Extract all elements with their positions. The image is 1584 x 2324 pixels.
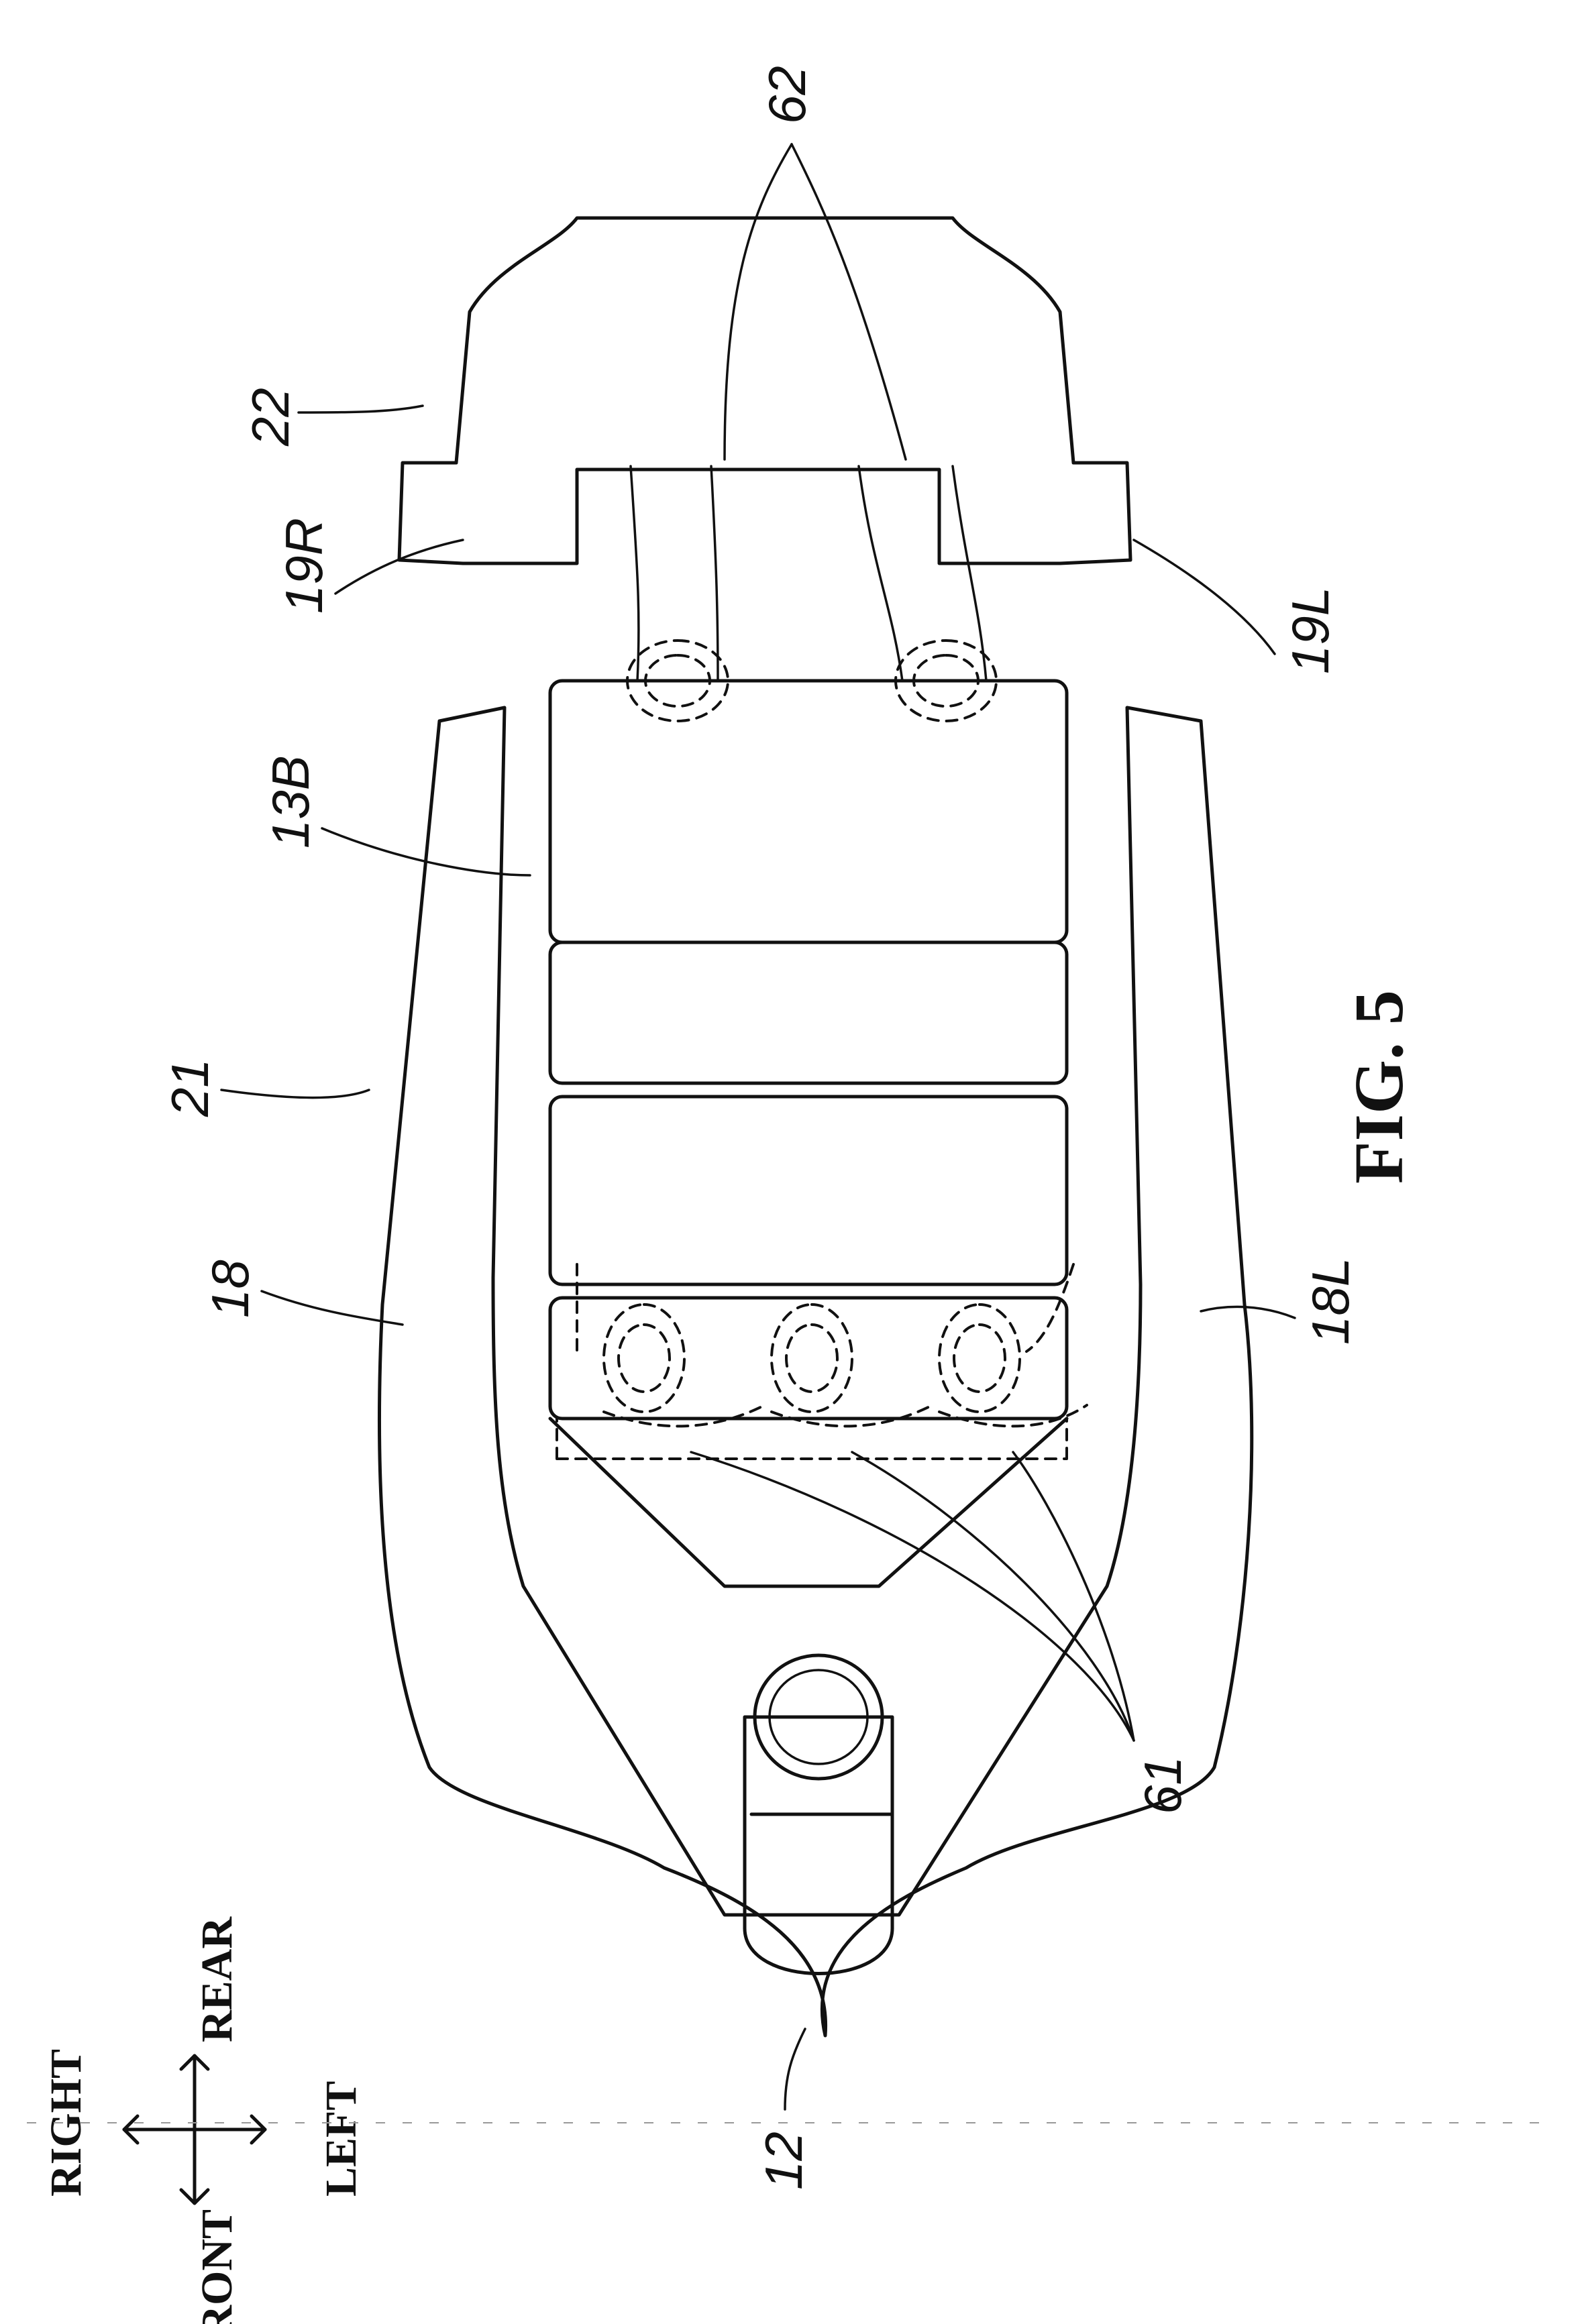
label-18: 18 xyxy=(201,1260,260,1318)
intake-runner-d xyxy=(951,465,988,682)
direction-left: LEFT xyxy=(317,2081,366,2197)
label-61: 61 xyxy=(1133,1756,1192,1814)
engine-13b xyxy=(548,679,1069,1588)
exhaust-ports-61 xyxy=(576,1263,1088,1428)
intake-runner-b xyxy=(710,465,719,682)
leader-19r xyxy=(334,539,464,595)
head-pipe-12 xyxy=(743,1653,894,1975)
leader-21 xyxy=(220,1089,370,1099)
leader-61c xyxy=(1012,1451,1135,1742)
leader-62b xyxy=(790,143,907,461)
intake-runner-c xyxy=(857,465,904,682)
intake-runner-a xyxy=(629,465,640,682)
leader-61a xyxy=(690,1451,1135,1742)
direction-front: FRONT xyxy=(193,2209,242,2324)
leader-13b xyxy=(321,827,531,877)
intake-ports-62 xyxy=(626,639,998,722)
label-21: 21 xyxy=(160,1058,219,1117)
leader-12 xyxy=(784,2028,806,2111)
label-19r: 19R xyxy=(274,518,333,614)
direction-indicator: RIGHT LEFT REAR FRONT xyxy=(42,1916,366,2324)
label-13b: 13B xyxy=(261,755,320,848)
drawing-rotated: 12 21 18 13B 18L 19R 19L 22 62 61 FIG. 5… xyxy=(27,66,1543,2324)
leader-18 xyxy=(260,1290,404,1326)
cross-member-22 xyxy=(397,216,1132,565)
leader-22 xyxy=(297,404,424,414)
leader-19l xyxy=(1132,539,1276,655)
figure-caption: FIG. 5 xyxy=(1340,990,1418,1184)
leader-18l xyxy=(1200,1305,1296,1319)
leader-61b xyxy=(851,1451,1135,1742)
frame-21-outline xyxy=(377,706,1254,2038)
direction-rear: REAR xyxy=(193,1916,242,2042)
label-12: 12 xyxy=(754,2132,813,2190)
leader-62 xyxy=(723,143,793,461)
label-18l: 18L xyxy=(1301,1258,1360,1345)
label-19l: 19L xyxy=(1281,587,1340,674)
label-62: 62 xyxy=(757,66,816,124)
label-22: 22 xyxy=(241,388,300,447)
